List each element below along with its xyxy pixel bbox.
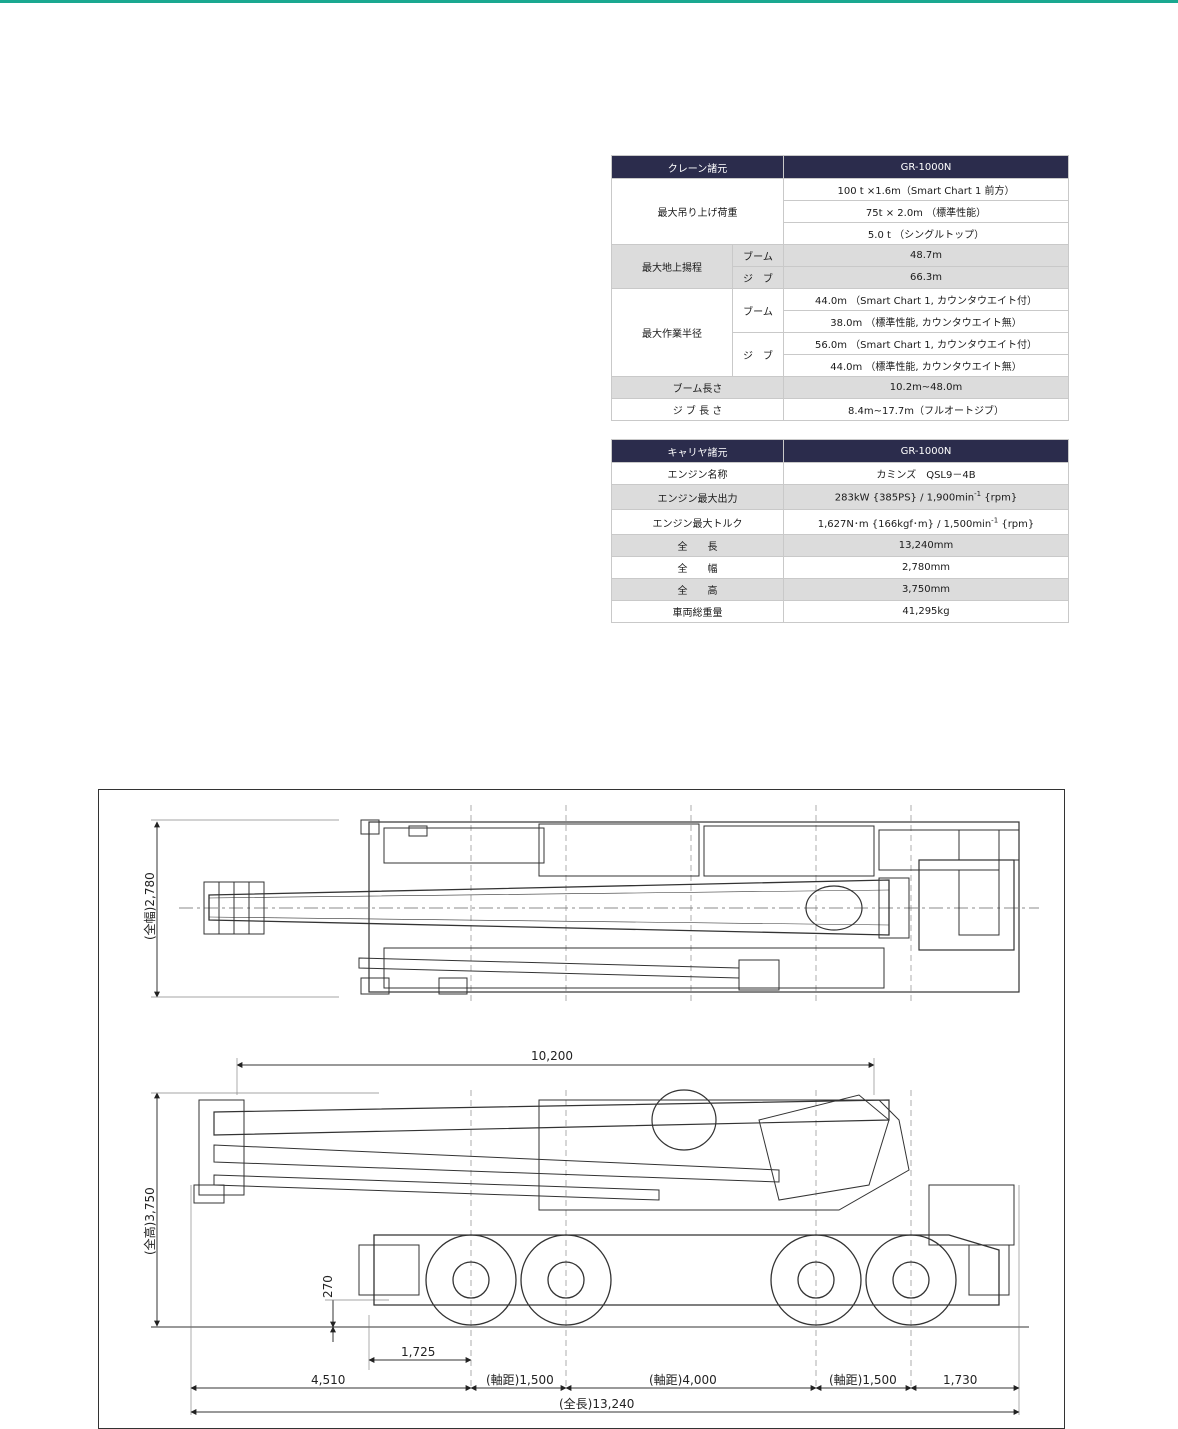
row-label: 最大地上揚程 — [611, 244, 733, 289]
row-sublabel: ジ ブ — [732, 332, 784, 377]
table-row: 全 幅 2,780mm — [611, 556, 1069, 579]
height-dimension-label: (全高)3,750 — [142, 1187, 157, 1255]
value-text: 1,627N･m {166kgf･m} / 1,500min — [817, 518, 992, 530]
boom-length-label: 10,200 — [531, 1049, 573, 1063]
side-view — [151, 1058, 1029, 1415]
cell-value: カミンズ QSL9－4B — [783, 462, 1069, 485]
dimension-wheelbase-3: (軸距)1,500 — [829, 1373, 897, 1387]
crane-spec-table: クレーン諸元 GR-1000N 最大吊り上げ荷重 100 t ×1.6m（Sma… — [611, 155, 1069, 421]
ground-clearance-label: 270 — [321, 1275, 335, 1298]
table-row: ブーム長さ 10.2m~48.0m — [611, 376, 1069, 399]
row-label: 全 幅 — [611, 556, 784, 579]
row-label: 最大作業半径 — [611, 288, 733, 377]
cell-value: 48.7m — [783, 244, 1069, 267]
cell-value: 66.3m — [783, 266, 1069, 289]
table-row: 最大吊り上げ荷重 100 t ×1.6m（Smart Chart 1 前方） — [611, 178, 1069, 245]
row-sublabel: ジ ブ — [732, 266, 784, 289]
row-label: エンジン最大トルク — [611, 509, 784, 535]
cell-value: 13,240mm — [783, 534, 1069, 557]
top-view — [151, 805, 1039, 1002]
table-header-row: クレーン諸元 GR-1000N — [611, 155, 1069, 179]
table-row: 全 高 3,750mm — [611, 578, 1069, 601]
header-label: クレーン諸元 — [611, 155, 784, 179]
cell-value: 5.0 t （シングルトップ） — [783, 222, 1069, 245]
cell-value: 38.0m （標準性能, カウンタウエイト無） — [783, 310, 1069, 333]
cell-value: 56.0m （Smart Chart 1, カウンタウエイト付） — [783, 332, 1069, 355]
cell-value: 8.4m~17.7m（フルオートジブ） — [783, 398, 1069, 421]
value-unit: {rpm} — [998, 518, 1035, 530]
dimension-wheelbase-2: (軸距)4,000 — [649, 1373, 717, 1387]
overall-length-label: (全長)13,240 — [559, 1396, 634, 1411]
cell-value: 41,295kg — [783, 600, 1069, 623]
value-unit: {rpm} — [981, 492, 1018, 504]
row-sublabel: ブーム — [732, 244, 784, 267]
header-label: キャリヤ諸元 — [611, 439, 784, 463]
dimension-wheelbase-1: (軸距)1,500 — [486, 1373, 554, 1387]
cell-value: 3,750mm — [783, 578, 1069, 601]
header-model: GR-1000N — [783, 155, 1069, 179]
row-sublabel: ブーム — [732, 288, 784, 333]
table-row: エンジン最大トルク 1,627N･m {166kgf･m} / 1,500min… — [611, 509, 1069, 535]
cell-value: 100 t ×1.6m（Smart Chart 1 前方） — [783, 178, 1069, 201]
front-overhang-label: 1,725 — [401, 1345, 435, 1359]
table-row: 44.0m （標準性能, カウンタウエイト無） — [612, 354, 1069, 377]
row-label: 最大吊り上げ荷重 — [611, 178, 784, 245]
table-row: 38.0m （標準性能, カウンタウエイト無） — [612, 310, 1069, 333]
dimension-rear-overhang: 1,730 — [943, 1373, 977, 1387]
table-row: 最大地上揚程 ブーム 48.7m — [611, 244, 1069, 289]
dimension-front-overhang: 4,510 — [311, 1373, 345, 1387]
row-label: 全 長 — [611, 534, 784, 557]
cell-value: 1,627N･m {166kgf･m} / 1,500min-1 {rpm} — [783, 509, 1069, 535]
carrier-spec-table: キャリヤ諸元 GR-1000N エンジン名称 カミンズ QSL9－4B エンジン… — [611, 439, 1069, 623]
cell-value: 283kW {385PS} / 1,900min-1 {rpm} — [783, 484, 1069, 510]
width-dimension-label: (全幅)2,780 — [142, 872, 157, 940]
cell-value: 75t × 2.0m （標準性能） — [783, 200, 1069, 223]
cell-value: 44.0m （標準性能, カウンタウエイト無） — [783, 354, 1069, 377]
header-model: GR-1000N — [783, 439, 1069, 463]
table-row: 全 長 13,240mm — [611, 534, 1069, 557]
value-exponent: -1 — [974, 490, 982, 499]
cell-value: 44.0m （Smart Chart 1, カウンタウエイト付） — [783, 288, 1069, 311]
value-exponent: -1 — [991, 516, 999, 525]
table-row: ジ ブ 56.0m （Smart Chart 1, カウンタウエイト付） — [612, 332, 1069, 377]
table-row: エンジン最大出力 283kW {385PS} / 1,900min-1 {rpm… — [611, 484, 1069, 510]
dimension-drawing: (全幅)2,780 (全高)3,750 10,200 270 1,725 4,5… — [98, 789, 1065, 1429]
table-row: 車両総重量 41,295kg — [611, 600, 1069, 623]
top-accent-line — [0, 0, 1178, 3]
crane-drawing-svg: (全幅)2,780 (全高)3,750 10,200 270 1,725 4,5… — [142, 805, 1039, 1415]
table-header-row: キャリヤ諸元 GR-1000N — [611, 439, 1069, 463]
row-label: ブーム長さ — [611, 376, 784, 399]
row-label: エンジン名称 — [611, 462, 784, 485]
value-text: 283kW {385PS} / 1,900min — [834, 492, 975, 504]
cell-value: 10.2m~48.0m — [783, 376, 1069, 399]
table-row: ジ ブ 長 さ 8.4m~17.7m（フルオートジブ） — [611, 398, 1069, 421]
row-label: エンジン最大出力 — [611, 484, 784, 510]
cell-value: 2,780mm — [783, 556, 1069, 579]
table-row: 75t × 2.0m （標準性能） — [612, 200, 1069, 223]
table-row: 最大作業半径 ブーム 44.0m （Smart Chart 1, カウンタウエイ… — [611, 288, 1069, 377]
row-label: ジ ブ 長 さ — [611, 398, 784, 421]
row-label: 車両総重量 — [611, 600, 784, 623]
table-row: エンジン名称 カミンズ QSL9－4B — [611, 462, 1069, 485]
table-row: 5.0 t （シングルトップ） — [612, 222, 1069, 245]
row-label: 全 高 — [611, 578, 784, 601]
